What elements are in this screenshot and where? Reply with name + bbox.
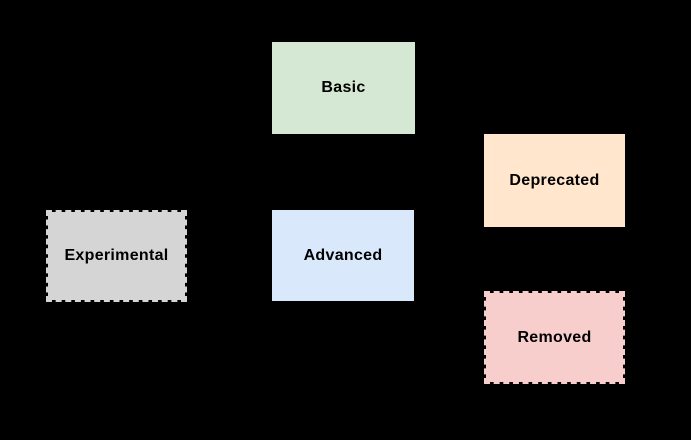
node-experimental: Experimental [46, 210, 187, 302]
node-advanced: Advanced [272, 210, 414, 301]
node-advanced-label: Advanced [303, 246, 383, 264]
node-removed: Removed [484, 291, 625, 384]
node-basic: Basic [272, 42, 415, 134]
node-deprecated: Deprecated [484, 134, 625, 227]
node-experimental-label: Experimental [64, 247, 169, 265]
node-removed-label: Removed [517, 328, 592, 346]
node-basic-label: Basic [321, 79, 366, 97]
node-deprecated-label: Deprecated [509, 171, 600, 189]
